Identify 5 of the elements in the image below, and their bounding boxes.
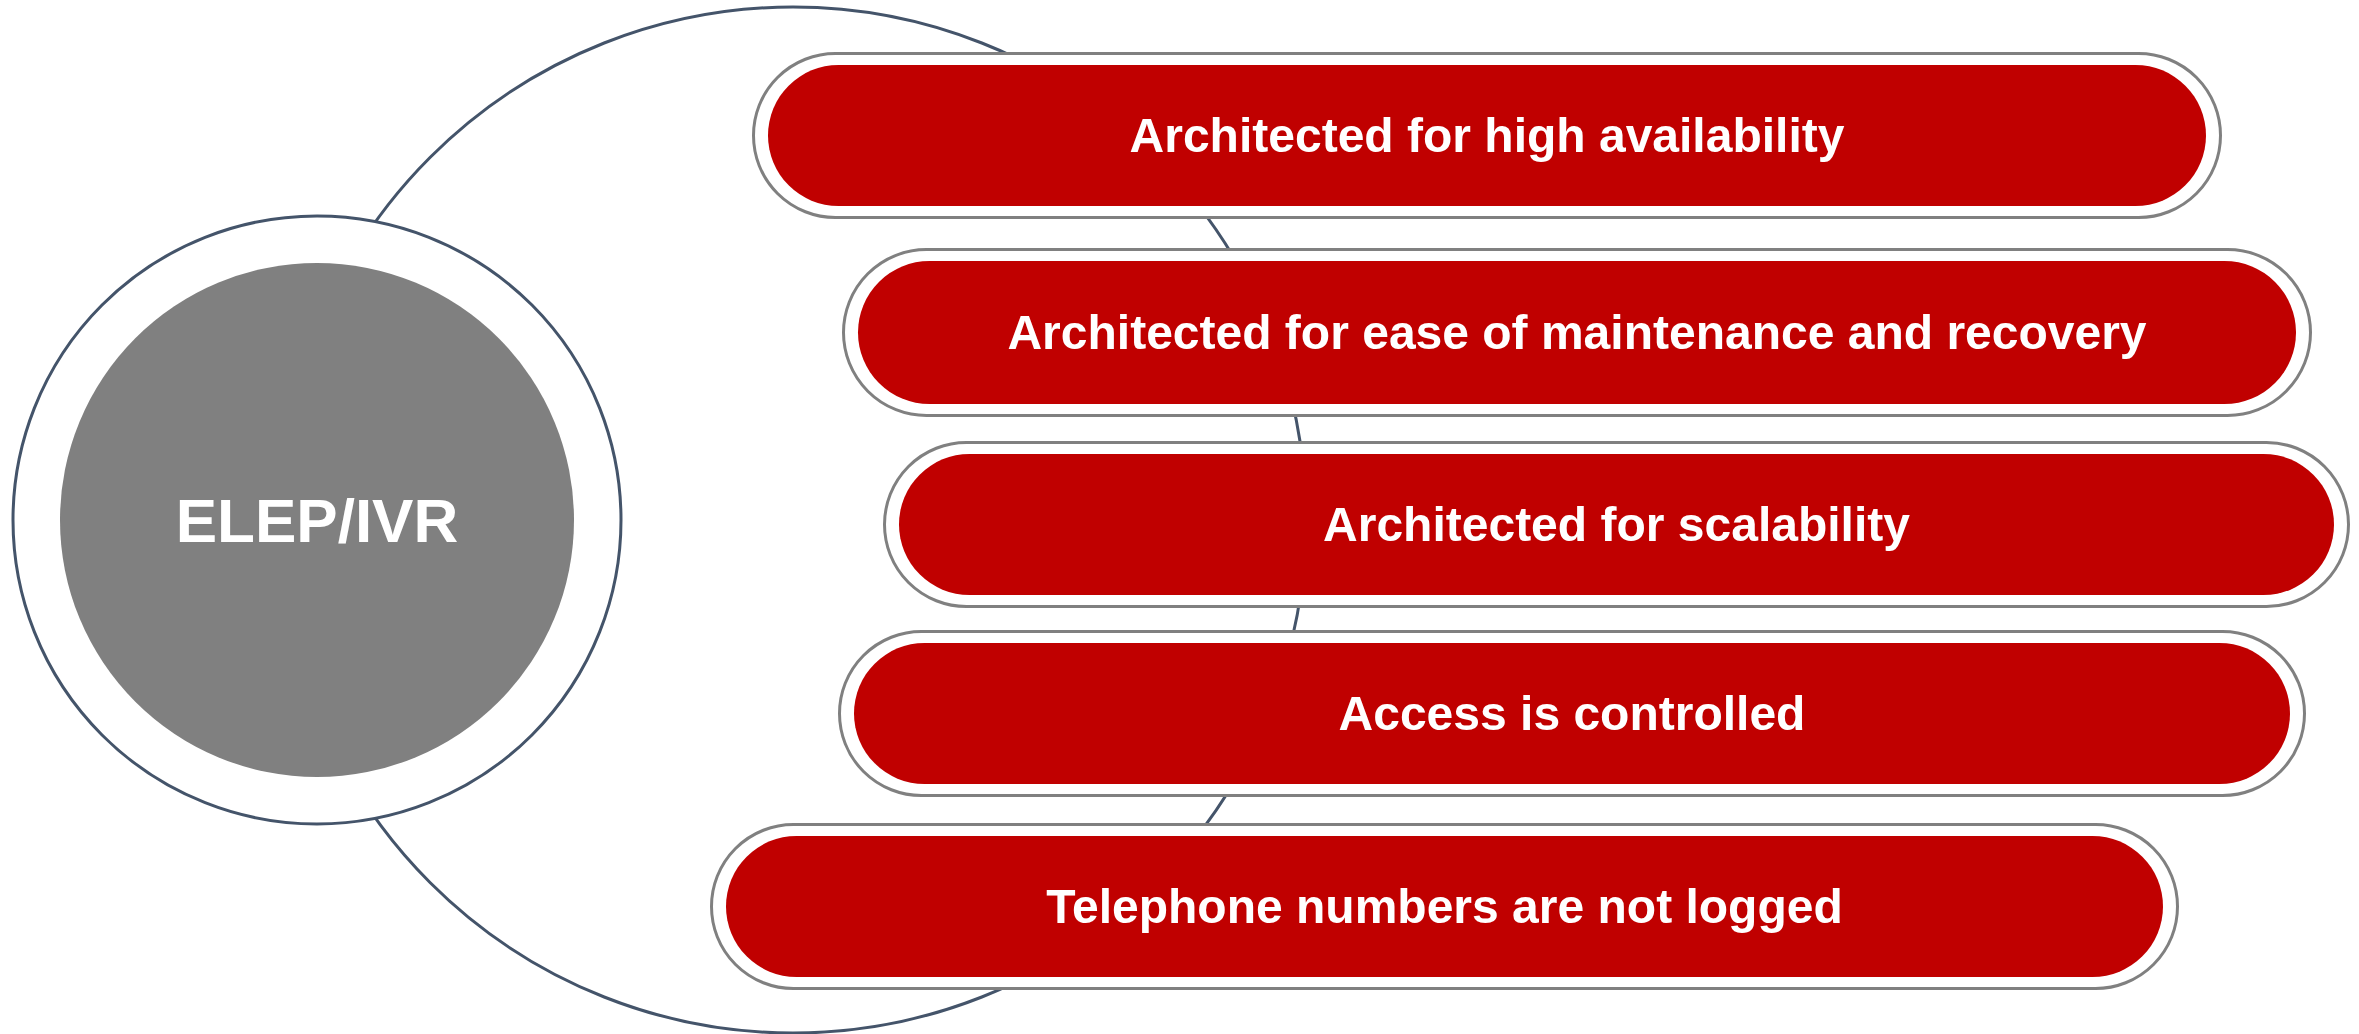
statement-pill: Access is controlled (854, 643, 2290, 784)
statement-pill: Architected for scalability (899, 454, 2334, 595)
statement-pill: Architected for ease of maintenance and recovery (858, 261, 2296, 404)
statement-pill: Architected for high availability (768, 65, 2206, 206)
statement-pill: Telephone numbers are not logged (726, 836, 2163, 977)
